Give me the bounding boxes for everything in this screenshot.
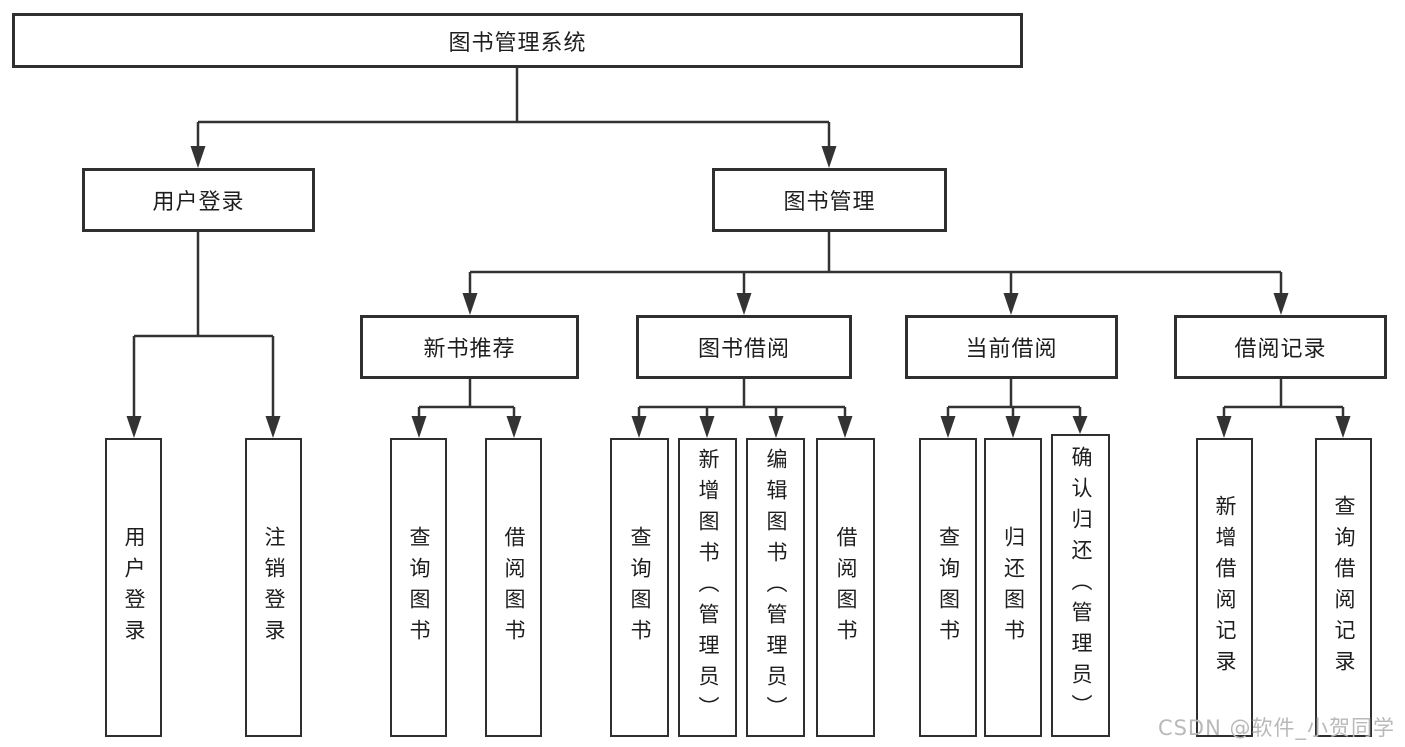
leaf-label: 查询图书 [936, 525, 961, 650]
connector-records-to-leaves [1216, 379, 1351, 438]
leaf-edit-book-admin: 编辑图书（管理员） [746, 438, 805, 737]
node-label: 新书推荐 [423, 337, 516, 362]
leaf-label: 编辑图书（管理员） [764, 448, 788, 727]
leaf-label: 查询图书 [628, 525, 652, 650]
leaf-label: 新增借阅记录 [1213, 494, 1237, 681]
leaf-query-book-recommend: 查询图书 [390, 438, 447, 737]
leaf-label: 查询图书 [407, 525, 431, 650]
connector-recommend-to-leaves [411, 379, 522, 438]
leaf-label: 确认归还（管理员） [1069, 446, 1093, 725]
leaf-label: 归还图书 [1001, 525, 1026, 650]
connector-mgmt-to-level3 [462, 232, 1289, 315]
leaf-borrow-book-recommend: 借阅图书 [485, 438, 542, 737]
leaf-label: 用户登录 [122, 525, 146, 650]
leaf-label: 借阅图书 [502, 525, 526, 650]
node-current-borrow: 当前借阅 [905, 315, 1118, 379]
leaf-logout: 注销登录 [245, 438, 302, 737]
leaf-label: 注销登录 [262, 525, 286, 650]
node-label: 图书管理 [783, 190, 876, 215]
leaf-label: 查询借阅记录 [1332, 494, 1356, 681]
leaf-label: 新增图书（管理员） [696, 448, 720, 727]
leaf-add-borrow-record: 新增借阅记录 [1196, 438, 1253, 737]
connector-current-to-leaves [940, 379, 1088, 438]
connector-root-to-level2 [190, 68, 837, 168]
node-book-borrow: 图书借阅 [636, 315, 852, 379]
connector-login-to-leaves [126, 232, 281, 438]
node-book-management: 图书管理 [712, 168, 947, 232]
node-label: 当前借阅 [965, 337, 1058, 362]
leaf-user-login: 用户登录 [105, 438, 162, 737]
leaf-label: 借阅图书 [834, 525, 858, 650]
leaf-borrow-book: 借阅图书 [816, 438, 875, 737]
leaf-query-book-current: 查询图书 [919, 438, 977, 737]
leaf-query-book-borrow: 查询图书 [610, 438, 669, 737]
node-new-book-recommend: 新书推荐 [360, 315, 579, 379]
node-label: 借阅记录 [1234, 337, 1327, 362]
leaf-return-book: 归还图书 [984, 438, 1042, 737]
connector-borrow-to-leaves [631, 379, 853, 438]
node-library-system: 图书管理系统 [12, 13, 1023, 68]
node-label: 图书借阅 [697, 337, 790, 362]
leaf-query-borrow-record: 查询借阅记录 [1315, 438, 1372, 737]
node-user-login: 用户登录 [82, 168, 315, 232]
node-label: 图书管理系统 [448, 30, 587, 56]
leaf-confirm-return-admin: 确认归还（管理员） [1051, 434, 1110, 737]
node-borrow-records: 借阅记录 [1174, 315, 1387, 379]
node-label: 用户登录 [152, 190, 245, 215]
leaf-add-book-admin: 新增图书（管理员） [678, 438, 737, 737]
